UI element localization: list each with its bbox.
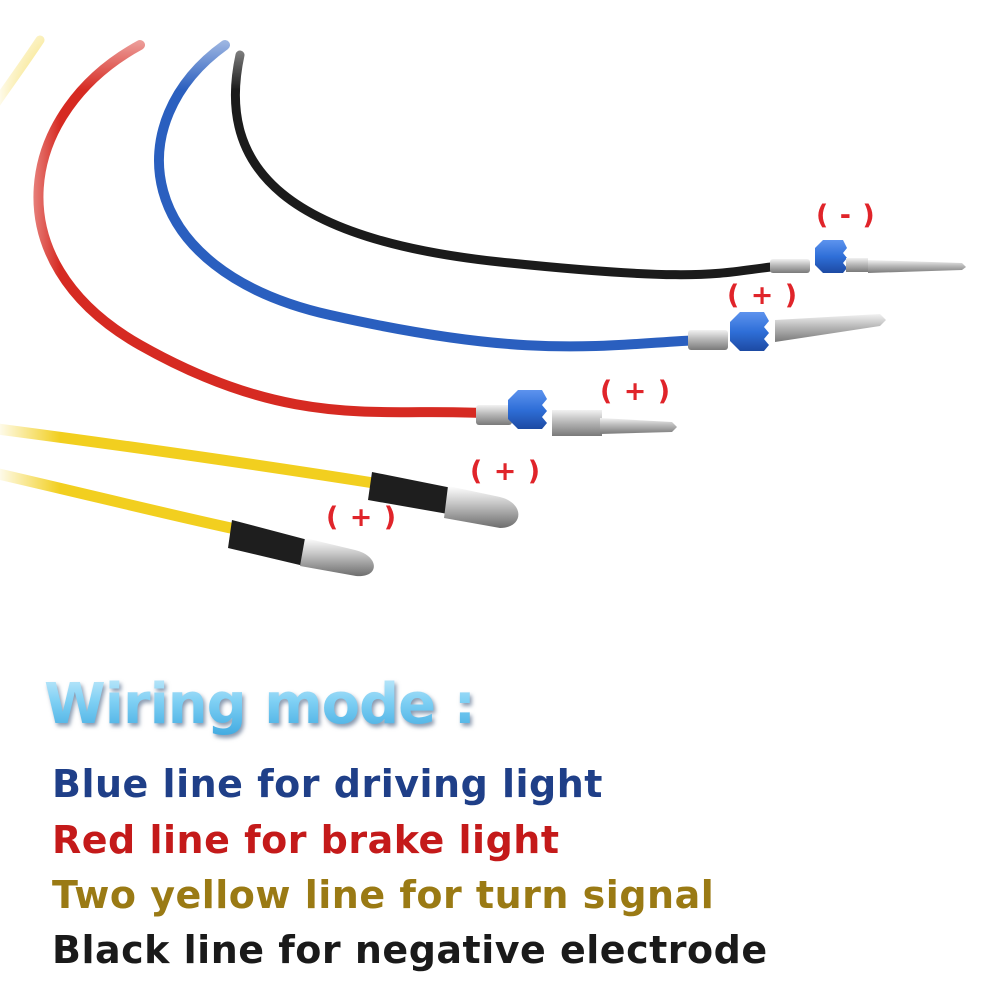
- polarity-label-blue: ( + ): [727, 280, 799, 311]
- polarity-label-red: ( + ): [600, 376, 672, 407]
- polarity-label-yellow-lower: ( + ): [326, 502, 398, 533]
- yellow-bullet-connector-lower: [228, 520, 374, 577]
- yellow-bullet-connector-upper: [368, 472, 519, 528]
- polarity-label-yellow-upper: ( + ): [470, 456, 542, 487]
- wiring-mode-heading: Wiring mode :: [44, 672, 476, 737]
- legend-black-line: Black line for negative electrode: [52, 928, 768, 972]
- black-pin-connector: [770, 240, 966, 273]
- black-wire: [231, 50, 785, 280]
- legend-blue-line: Blue line for driving light: [52, 762, 603, 806]
- red-wire: [33, 40, 485, 418]
- blue-wire: [154, 40, 705, 352]
- red-pin-connector: [476, 390, 677, 436]
- legend-yellow-line: Two yellow line for turn signal: [52, 873, 715, 917]
- polarity-label-black: ( - ): [816, 200, 876, 231]
- wires-illustration: [0, 0, 1001, 640]
- blue-pin-connector: [688, 312, 886, 351]
- legend-red-line: Red line for brake light: [52, 818, 560, 862]
